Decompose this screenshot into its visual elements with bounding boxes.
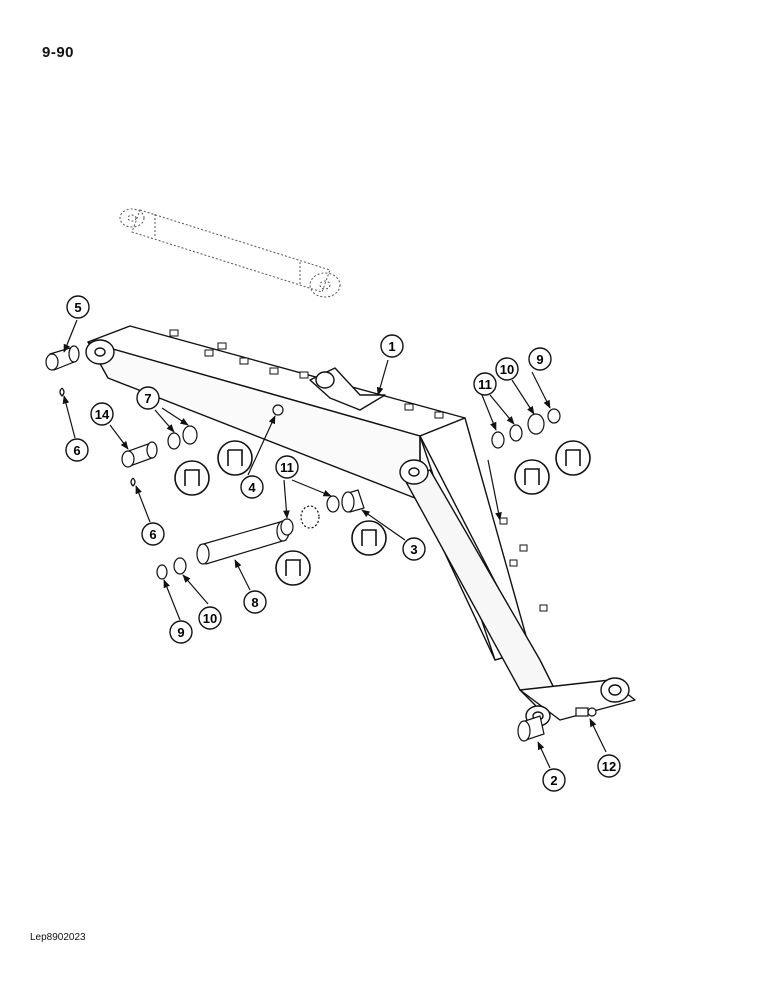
callout-6-top: 6	[65, 438, 89, 462]
svg-text:6: 6	[149, 527, 156, 542]
svg-text:4: 4	[248, 480, 256, 495]
grease-fitting-4	[272, 404, 284, 416]
shim-symbol-icon	[351, 520, 387, 556]
callout-4: 4	[240, 475, 264, 499]
svg-text:10: 10	[203, 611, 217, 626]
callout-14: 14	[90, 402, 114, 426]
callout-8: 8	[243, 590, 267, 614]
callout-6-bottom: 6	[141, 522, 165, 546]
callout-10-bottom: 10	[198, 606, 222, 630]
svg-text:6: 6	[73, 443, 80, 458]
parts	[45, 345, 597, 742]
shim-symbols	[174, 440, 591, 586]
hydraulic-cylinder-phantom	[119, 208, 341, 298]
svg-text:12: 12	[602, 759, 616, 774]
shim-11b-top	[509, 424, 523, 442]
svg-text:1: 1	[388, 339, 395, 354]
svg-text:3: 3	[410, 542, 417, 557]
callout-10-top: 10	[495, 357, 519, 381]
svg-text:11: 11	[478, 377, 492, 392]
shim-symbol-icon	[174, 460, 210, 496]
shim-symbol-icon	[275, 550, 311, 586]
svg-text:9: 9	[177, 625, 184, 640]
callout-9-top: 9	[528, 347, 552, 371]
svg-text:7: 7	[144, 391, 151, 406]
lock-clip-6-bottom	[130, 477, 136, 487]
shim-7a	[167, 432, 181, 450]
shim-symbol-icon	[514, 459, 550, 495]
shim-symbol-icon	[555, 440, 591, 476]
boom-body	[85, 325, 636, 727]
svg-text:8: 8	[251, 595, 258, 610]
svg-text:9: 9	[536, 352, 543, 367]
svg-text:11: 11	[280, 460, 294, 475]
svg-text:5: 5	[74, 300, 81, 315]
phantom-bushing	[300, 505, 320, 529]
pin-14	[121, 441, 158, 468]
reference-code: Lep8902023	[30, 932, 86, 943]
lock-clip-6-top	[59, 387, 65, 397]
callout-1: 1	[380, 334, 404, 358]
snap-ring-9-bottom	[156, 564, 168, 580]
svg-text:14: 14	[95, 407, 110, 422]
pin-8	[196, 520, 290, 565]
shim-symbol-icon	[217, 440, 253, 476]
callout-9-bottom: 9	[169, 620, 193, 644]
snap-ring-9-top	[547, 408, 561, 424]
callout-11-top: 11	[473, 372, 497, 396]
shim-11-top	[491, 431, 505, 449]
svg-text:2: 2	[550, 773, 557, 788]
shim-11-left	[280, 518, 294, 536]
shim-11-right	[326, 495, 340, 513]
callout-3: 3	[402, 537, 426, 561]
pin-5	[45, 345, 80, 371]
callout-2: 2	[542, 768, 566, 792]
washer-10-bottom	[173, 557, 187, 575]
bushing-3	[341, 489, 365, 513]
shim-7b	[182, 425, 198, 445]
callout-11-mid: 11	[275, 455, 299, 479]
boom-weld-bosses	[169, 329, 548, 612]
callout-7: 7	[136, 386, 160, 410]
washer-10-top	[527, 413, 545, 435]
page-number: 9-90	[42, 44, 75, 61]
svg-text:10: 10	[500, 362, 514, 377]
callout-12: 12	[597, 754, 621, 778]
bushing-2	[517, 715, 545, 742]
grease-fitting-12	[575, 707, 597, 717]
callout-5: 5	[66, 295, 90, 319]
leader-lines	[62, 319, 607, 769]
